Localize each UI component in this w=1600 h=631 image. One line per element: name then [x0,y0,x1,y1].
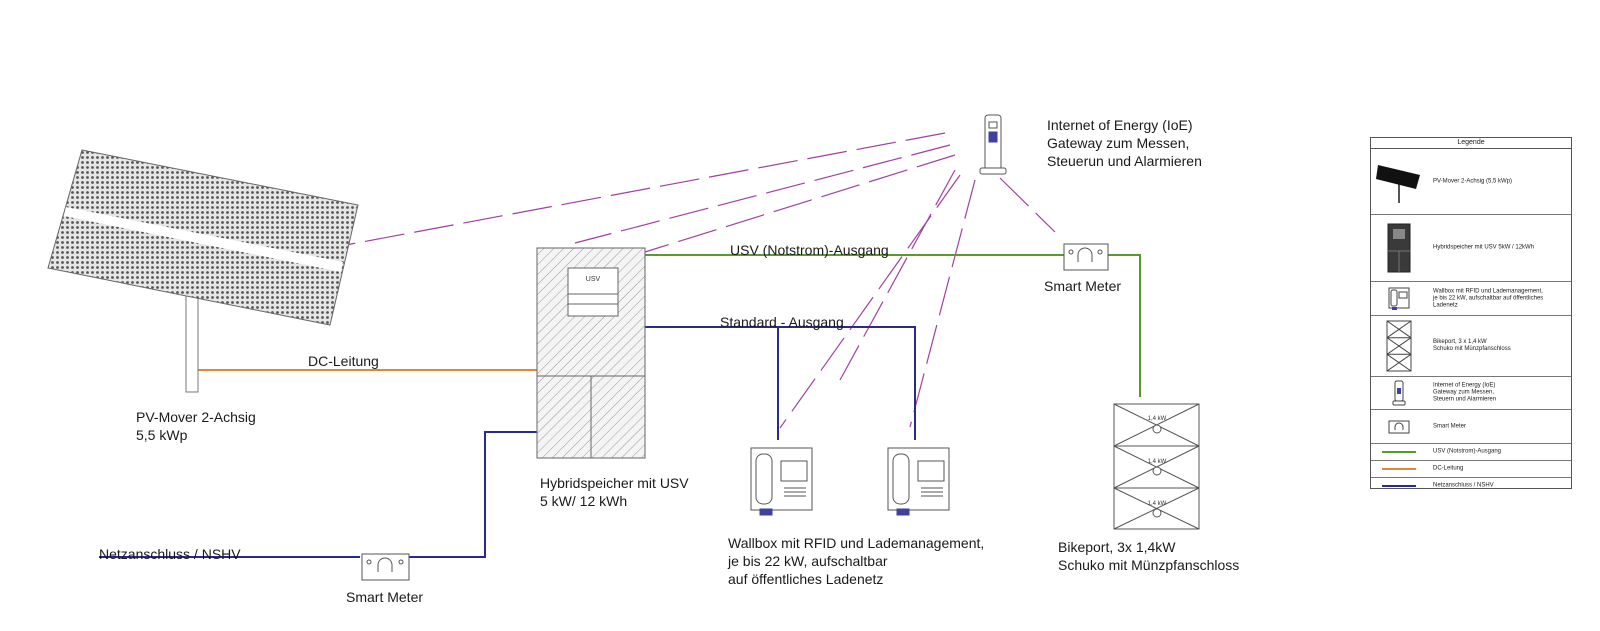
usv-module-label: USV [586,276,601,283]
legend-label-usv-line: USV (Notstrom)-Ausgang [1433,448,1502,455]
smart-meter-bottom-label: Smart Meter [346,589,424,605]
smart-meter-bottom [361,553,410,581]
legend-title: Legende [1371,138,1571,149]
usv-module [567,267,619,317]
power-lines [99,254,1141,558]
legend-box: Legende PV-Mover 2-Achsig (5,5 kWp) Hybr… [1370,137,1572,489]
ioe-link-pv [254,132,946,263]
legend-row-pv: PV-Mover 2-Achsig (5,5 kWp) [1371,149,1571,215]
standard-output-label: Standard - Ausgang [720,314,844,330]
bikeport-label: Bikeport, 3x 1,4kW Schuko mit Münzpfansc… [1058,539,1240,573]
bikeport-kw-3: 1,4 kW [1148,501,1167,507]
pv-mast [185,291,199,393]
hybrid-storage: USV [536,247,646,459]
legend-label-wallbox: Wallbox mit RFID und Lademanagement, je … [1433,288,1544,308]
legend-row-hybrid: Hybridspeicher mit USV 5kW / 12kWh [1371,215,1571,282]
smart-meter-top [1063,243,1109,271]
wallbox-label: Wallbox mit RFID und Lademanagement, je … [728,535,985,587]
legend-label-bikeport: Bikeport, 3 x 1,4 kW Schuko mit Münzpfan… [1433,339,1511,352]
grid-line-2 [408,431,537,558]
grid-connection-label: Netzanschluss / NSHV [99,546,241,562]
bikeport-icon [1371,316,1427,376]
ioe-link-wallbox-2 [909,179,976,428]
wallbox-2 [887,447,950,516]
pv-mover [47,149,359,393]
legend-row-smart-meter: Smart Meter [1371,410,1571,444]
legend-label-pv: PV-Mover 2-Achsig (5,5 kWp) [1433,178,1513,184]
pv-mover-icon [1371,149,1427,214]
wallbox-1 [750,447,813,516]
smart-meter-icon [1371,410,1427,443]
smart-meter-top-label: Smart Meter [1044,278,1122,294]
legend-row-bikeport: Bikeport, 3 x 1,4 kW Schuko mit Münzpfan… [1371,316,1571,377]
ioe-gateway-icon [1371,377,1427,409]
dc-line-label: DC-Leitung [308,353,379,369]
ioe-link-meter [999,177,1056,233]
pv-gap [64,207,343,272]
ioe-link-std [839,169,956,381]
bikeport-kw-1: 1,4 kW [1148,416,1167,422]
ioe-link-hybrid-1 [574,144,951,244]
legend-label-dc-line: DC-Leitung [1433,465,1464,472]
legend-row-grid-line: Netzanschluss / NSHV [1371,478,1571,494]
hybrid-storage-icon [1371,215,1427,281]
bikeport [1113,403,1200,530]
legend-label-ioe: Internet of Energy (IoE) Gateway zum Mes… [1433,382,1497,403]
ioe-gateway [979,114,1007,175]
usv-output-label: USV (Notstrom)-Ausgang [730,242,889,258]
ioe-label: Internet of Energy (IoE) Gateway zum Mes… [1047,117,1202,169]
standard-line [635,326,916,440]
wallbox-icon [1371,282,1427,315]
ioe-link-wallbox-1 [779,174,961,429]
legend-row-wallbox: Wallbox mit RFID und Lademanagement, je … [1371,282,1571,316]
usv-line [635,254,1141,397]
ioe-links [254,132,1056,429]
hybrid-storage-label: Hybridspeicher mit USV 5 kW/ 12 kWh [540,475,689,509]
legend-label-smart-meter: Smart Meter [1433,423,1467,429]
dc-line-icon [1371,461,1427,477]
pv-mover-label: PV-Mover 2-Achsig 5,5 kWp [136,409,256,443]
grid-line-icon [1371,478,1427,494]
legend-row-ioe: Internet of Energy (IoE) Gateway zum Mes… [1371,377,1571,410]
bikeport-kw-2: 1,4 kW [1148,459,1167,465]
usv-line-icon [1371,444,1427,460]
legend-label-hybrid: Hybridspeicher mit USV 5kW / 12kWh [1433,244,1535,251]
legend-label-grid-line: Netzanschluss / NSHV [1433,482,1494,489]
legend-row-usv-line: USV (Notstrom)-Ausgang [1371,444,1571,461]
ioe-link-hybrid-2 [644,154,956,253]
legend-row-dc-line: DC-Leitung [1371,461,1571,478]
